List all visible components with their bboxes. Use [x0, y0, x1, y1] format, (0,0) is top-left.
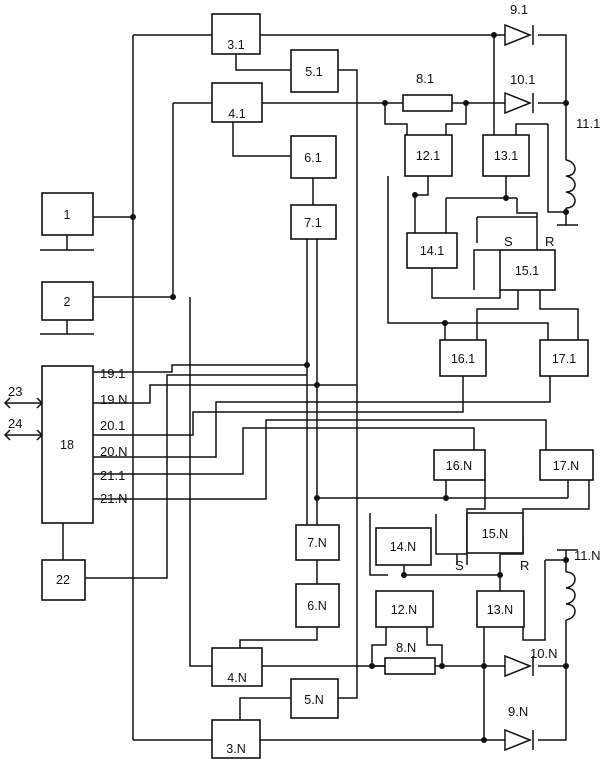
block-2: 2 — [42, 282, 93, 320]
label-r-N: R — [520, 558, 529, 573]
resistors — [385, 95, 452, 674]
block-label: 12.N — [391, 603, 417, 617]
label-coil-11-N: 11.N — [574, 548, 601, 563]
block-15-N: 15.N — [467, 513, 523, 553]
label-port-19-N: 19.N — [100, 392, 127, 407]
block-label: 3.1 — [227, 38, 244, 52]
label-diode-10-1: 10.1 — [510, 72, 535, 87]
block-label: 12.1 — [416, 149, 440, 163]
block-16-1: 16.1 — [440, 340, 486, 376]
block-label: 17.N — [553, 459, 579, 473]
block-label: 1 — [64, 208, 71, 222]
label-port-21-N: 21.N — [100, 491, 127, 506]
label-port-19-1: 19.1 — [100, 366, 125, 381]
block-label: 16.N — [446, 459, 472, 473]
block-5-1: 5.1 — [291, 50, 338, 92]
block-12-1: 12.1 — [405, 135, 452, 176]
label-coil-11-1: 11.1 — [576, 116, 600, 131]
block-label: 15.N — [482, 527, 508, 541]
label-r-1: R — [545, 234, 554, 249]
block-label: 16.1 — [451, 352, 475, 366]
block-13-1: 13.1 — [483, 135, 529, 176]
block-14-N: 14.N — [376, 528, 431, 565]
label-s-1: S — [504, 234, 513, 249]
label-diode-9-N: 9.N — [508, 704, 528, 719]
block-label: 4.1 — [228, 107, 245, 121]
label-resistor-8-1: 8.1 — [416, 71, 434, 86]
label-diode-9-1: 9.1 — [510, 2, 528, 17]
block-label: 13.N — [487, 603, 513, 617]
label-diode-10-N: 10.N — [530, 646, 557, 661]
block-label: 6.1 — [304, 151, 321, 165]
block-label: 5.1 — [305, 65, 322, 79]
label-port-20-N: 20.N — [100, 444, 127, 459]
block-label: 18 — [60, 438, 74, 452]
block-label: 15.1 — [515, 264, 539, 278]
label-port-21-1: 21.1 — [100, 468, 125, 483]
block-label: 7.N — [307, 536, 326, 550]
block-label: 4.N — [227, 671, 246, 685]
block-12-N: 12.N — [376, 591, 433, 627]
block-1: 1 — [42, 193, 93, 235]
block-label: 6.N — [307, 599, 326, 613]
label-port-20-1: 20.1 — [100, 418, 125, 433]
block-3-N: 3.N — [212, 720, 260, 758]
block-7-1: 7.1 — [291, 205, 336, 239]
block-18: 18 — [42, 366, 93, 523]
label-s-N: S — [455, 558, 464, 573]
block-label: 13.1 — [494, 149, 518, 163]
block-16-N: 16.N — [434, 450, 485, 480]
block-label: 14.N — [390, 540, 416, 554]
block-17-1: 17.1 — [540, 340, 588, 376]
block-14-1: 14.1 — [407, 233, 457, 268]
block-5-N: 5.N — [291, 679, 338, 718]
block-13-N: 13.N — [477, 591, 524, 627]
label-resistor-8-N: 8.N — [396, 640, 416, 655]
block-4-1: 4.1 — [212, 83, 262, 122]
block-label: 17.1 — [552, 352, 576, 366]
block-label: 7.1 — [304, 216, 321, 230]
block-6-N: 6.N — [296, 584, 339, 627]
block-6-1: 6.1 — [291, 136, 336, 178]
block-label: 5.N — [304, 693, 323, 707]
block-label: 22 — [56, 573, 70, 587]
block-17-N: 17.N — [540, 450, 593, 480]
block-15-1: 15.1 — [500, 250, 555, 290]
diodes — [505, 25, 533, 750]
block-label: 2 — [64, 295, 71, 309]
block-7-N: 7.N — [296, 525, 339, 560]
block-22: 22 — [42, 560, 85, 600]
block-label: 3.N — [226, 742, 245, 756]
label-io-23: 23 — [8, 384, 22, 399]
block-label: 14.1 — [420, 244, 444, 258]
label-io-24: 24 — [8, 416, 22, 431]
block-4-N: 4.N — [212, 648, 262, 686]
block-3-1: 3.1 — [212, 14, 260, 54]
